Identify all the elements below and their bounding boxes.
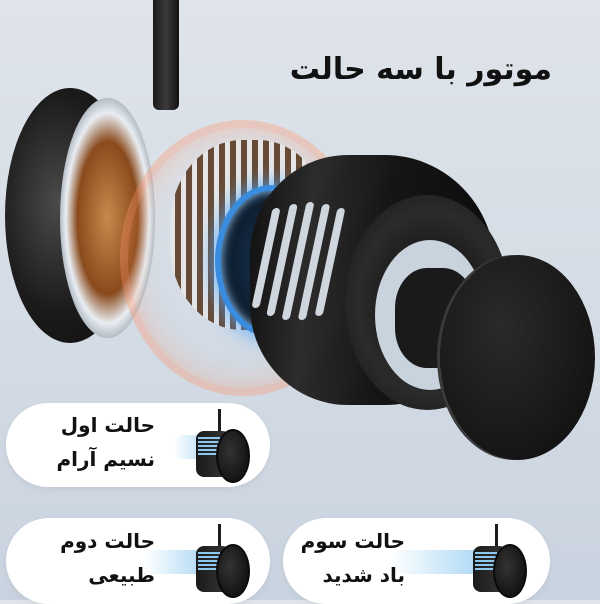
mini-fan-icon — [391, 524, 535, 598]
mode-card-2: حالت دوم طبیعی — [6, 518, 270, 604]
hanging-cord — [153, 0, 179, 110]
mode-description: باد شدید — [322, 563, 405, 587]
mode-description: طبیعی — [88, 563, 155, 587]
mode-title: حالت دوم — [60, 529, 155, 553]
mode-title: حالت سوم — [300, 529, 405, 553]
mode-card-3: حالت سوم باد شدید — [283, 518, 550, 604]
mode-card-1: حالت اول نسیم آرام — [6, 403, 270, 487]
mode-label: حالت سوم باد شدید — [301, 524, 405, 592]
motor-front-cap — [440, 255, 595, 460]
mode-label: حالت اول نسیم آرام — [56, 408, 155, 476]
mini-fan-icon — [144, 524, 258, 598]
page-title: موتور با سه حالت — [289, 52, 552, 87]
mini-fan-icon — [174, 409, 258, 483]
mode-title: حالت اول — [60, 413, 155, 437]
housing-vents — [251, 200, 357, 330]
mode-label: حالت دوم طبیعی — [60, 524, 155, 592]
mode-description: نسیم آرام — [56, 447, 155, 471]
